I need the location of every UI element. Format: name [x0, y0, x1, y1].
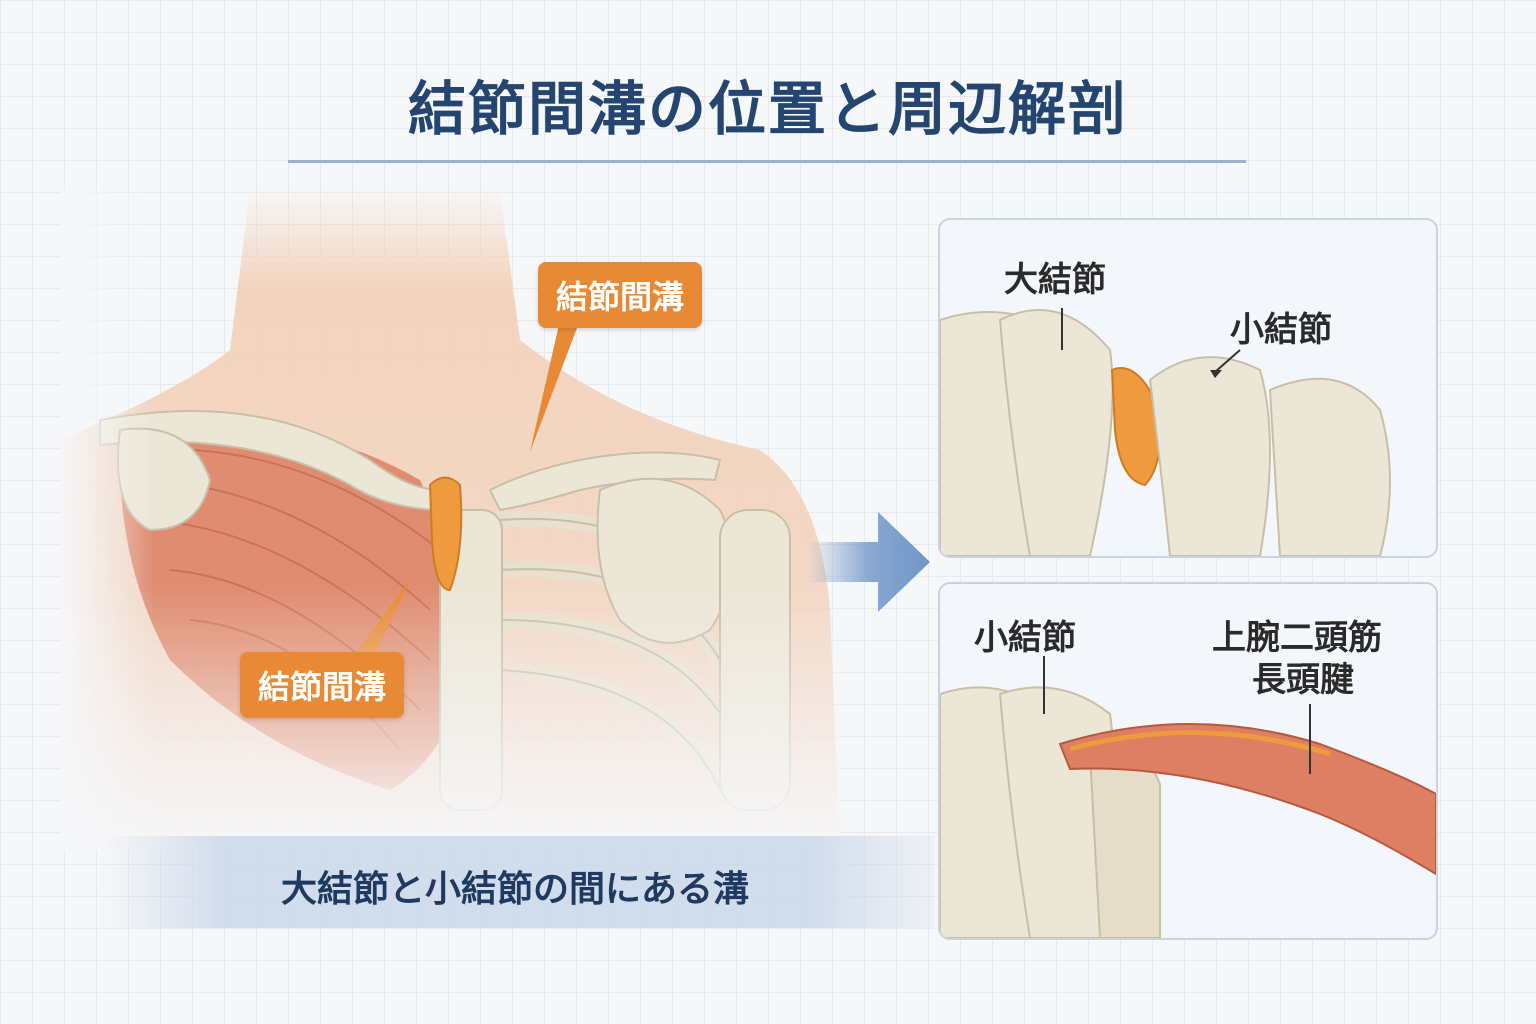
biceps-long-head-tendon	[1058, 723, 1436, 876]
label-biceps-tendon-line1: 上腕二頭筋	[1212, 618, 1382, 658]
groove-callout-lower: 結節間溝	[240, 652, 405, 718]
detail-panel-tubercles: 大結節 小結節	[938, 218, 1438, 558]
humeral-head-illustration	[940, 308, 1391, 556]
page-title: 結節間溝の位置と周辺解剖	[407, 75, 1128, 143]
caption: 大結節と小結節の間にある溝	[280, 869, 749, 910]
title-underline	[288, 160, 1246, 163]
lesser-tubercle-bone	[1148, 356, 1271, 556]
label-lesser-tubercle-top: 小結節	[1230, 310, 1332, 350]
biceps-tendon-illustration	[940, 656, 1436, 938]
groove-callout-upper: 結節間溝	[538, 262, 703, 328]
shoulder-chest-illustration	[60, 190, 840, 850]
label-lesser-tubercle-bottom: 小結節	[974, 618, 1076, 658]
detail-panel-biceps-tendon: 小結節 上腕二頭筋 長頭腱	[938, 582, 1438, 940]
label-greater-tubercle: 大結節	[1004, 260, 1106, 300]
label-biceps-tendon-line2: 長頭腱	[1252, 660, 1354, 700]
caption-band	[100, 836, 934, 928]
greater-tubercle-bone	[998, 309, 1114, 556]
right-arrow-icon	[808, 512, 930, 612]
